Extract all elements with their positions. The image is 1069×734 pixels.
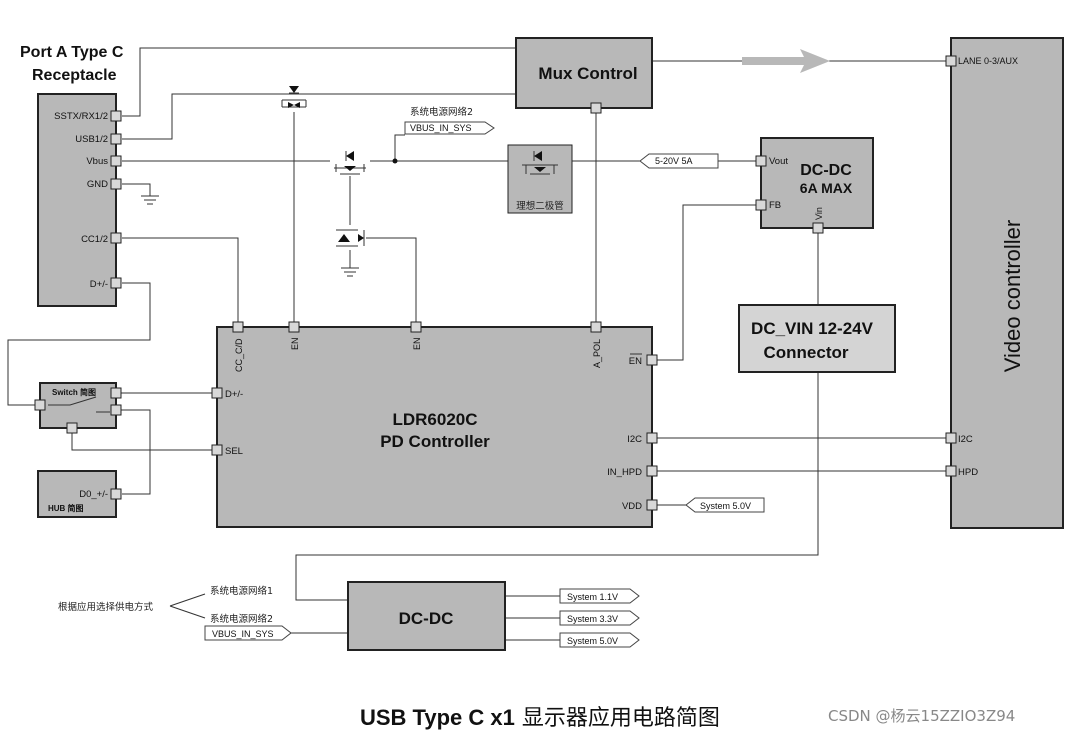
ldr-pin-en-right: EN bbox=[629, 356, 642, 367]
vout-flag bbox=[639, 153, 719, 169]
bottom-vbus-flag bbox=[204, 625, 292, 641]
ldr-title-1: LDR6020C bbox=[392, 410, 477, 429]
dcdc-pin-vout-box bbox=[755, 155, 767, 167]
switch-label: Switch 简图 bbox=[52, 387, 96, 397]
wires bbox=[7, 47, 946, 641]
pin-gnd: GND bbox=[87, 179, 108, 190]
mosfet-usb-icon bbox=[276, 86, 312, 108]
dcdc-pin-fb-box bbox=[755, 199, 767, 211]
vout-label: 5-20V 5A bbox=[655, 156, 693, 166]
video-controller-block bbox=[950, 37, 1064, 529]
dcdc-6a-block bbox=[760, 137, 874, 229]
mosfet-gnd-icon bbox=[336, 229, 365, 247]
switch-symbol-icon bbox=[34, 387, 122, 434]
ldr-pin-en-1: EN bbox=[290, 337, 300, 350]
caption-bold: USB Type C x1 bbox=[360, 705, 515, 730]
out-1v1-label: System 1.1V bbox=[567, 592, 618, 602]
dcdc-pin-vin: Vin bbox=[814, 207, 824, 220]
dc-vin-title-2: Connector bbox=[764, 343, 849, 362]
dcdc-bottom-block bbox=[347, 581, 506, 651]
dcdc-pin-vin-box bbox=[812, 222, 824, 234]
video-pin-i2c-box bbox=[945, 432, 957, 444]
dcdc-6a-title-2: 6A MAX bbox=[800, 180, 853, 196]
hub-pin-box bbox=[110, 488, 122, 500]
port-a-title-2: Receptacle bbox=[32, 67, 117, 84]
hub-pin: D0_+/- bbox=[79, 489, 108, 500]
ldr-pin-in-hpd: IN_HPD bbox=[607, 467, 642, 478]
ldr-pin-vdd: VDD bbox=[622, 501, 642, 512]
ldr-pin-i2c: I2C bbox=[627, 434, 642, 445]
dcdc-pin-vout: Vout bbox=[769, 156, 788, 167]
out-5v0-label: System 5.0V bbox=[567, 636, 618, 646]
hub-block bbox=[37, 470, 117, 518]
pin-vbus: Vbus bbox=[86, 156, 108, 167]
ldr-pins bbox=[211, 321, 658, 511]
bottom-net-2: 系统电源网络2 bbox=[210, 613, 273, 625]
video-pin-lane-label: LANE 0-3/AUX bbox=[958, 56, 1018, 66]
caption-rest: 显示器应用电路简图 bbox=[514, 706, 720, 731]
ldr-pin-dpm: D+/- bbox=[225, 389, 243, 400]
video-controller-title: Video controller bbox=[1000, 220, 1025, 372]
dcdc-6a-title-1: DC-DC bbox=[800, 162, 852, 179]
port-a-pins bbox=[110, 110, 122, 289]
video-pin-lane bbox=[945, 55, 957, 67]
out-1v1-flag bbox=[559, 588, 640, 604]
ldr-pin-cc-cd: CC_C/D bbox=[234, 338, 244, 372]
video-pin-hpd-box bbox=[945, 465, 957, 477]
pin-dpm: D+/- bbox=[90, 279, 108, 290]
junction-dot bbox=[392, 158, 398, 164]
vdd-5v-label: System 5.0V bbox=[700, 501, 751, 511]
ldr-pin-en-2: EN bbox=[412, 337, 422, 350]
figure-caption: USB Type C x1 显示器应用电路简图 bbox=[360, 700, 720, 732]
select-power-note: 根据应用选择供电方式 bbox=[58, 601, 154, 613]
mosfet-vbus-icon bbox=[334, 151, 366, 175]
ideal-diode-label: 理想二极管 bbox=[516, 200, 564, 212]
hub-label: HUB 简图 bbox=[48, 503, 84, 513]
mux-control-block bbox=[515, 37, 653, 109]
video-pin-hpd-label: HPD bbox=[958, 467, 978, 478]
lane-arrow bbox=[742, 49, 830, 73]
pin-usb: USB1/2 bbox=[75, 134, 108, 145]
dc-vin-connector bbox=[738, 304, 896, 373]
dcdc-bottom-title: DC-DC bbox=[399, 609, 454, 628]
port-a-receptacle bbox=[37, 93, 117, 307]
out-3v3-flag bbox=[559, 610, 640, 626]
video-pin-i2c-label: I2C bbox=[958, 434, 973, 445]
out-5v0-flag bbox=[559, 632, 640, 648]
ldr6020c-block bbox=[216, 326, 653, 528]
ldr-pin-sel: SEL bbox=[225, 446, 243, 457]
ldr-title-2: PD Controller bbox=[380, 432, 490, 451]
vdd-5v-flag bbox=[685, 497, 765, 513]
ldr-pin-a-pol: A_POL bbox=[592, 339, 602, 368]
out-3v3-label: System 3.3V bbox=[567, 614, 618, 624]
pin-sstx: SSTX/RX1/2 bbox=[54, 111, 108, 122]
vbus-in-sys-flag-top bbox=[404, 121, 495, 135]
ideal-diode-block bbox=[507, 144, 573, 214]
watermark: CSDN @杨云15ZZIO3Z94 bbox=[828, 707, 1016, 725]
port-a-title-1: Port A Type C bbox=[20, 44, 124, 61]
bottom-net-1: 系统电源网络1 bbox=[210, 585, 273, 597]
bottom-vbus-label: VBUS_IN_SYS bbox=[212, 629, 274, 639]
mux-pin bbox=[590, 102, 602, 114]
dc-vin-title-1: DC_VIN 12-24V bbox=[751, 319, 874, 338]
dcdc-pin-fb: FB bbox=[769, 200, 781, 211]
pin-cc: CC1/2 bbox=[81, 234, 108, 245]
mux-control-title: Mux Control bbox=[538, 64, 637, 83]
vbus-in-sys-top: VBUS_IN_SYS bbox=[410, 123, 472, 133]
ideal-diode-icon bbox=[522, 151, 558, 175]
net-sys-2-top: 系统电源网络2 bbox=[410, 106, 473, 118]
